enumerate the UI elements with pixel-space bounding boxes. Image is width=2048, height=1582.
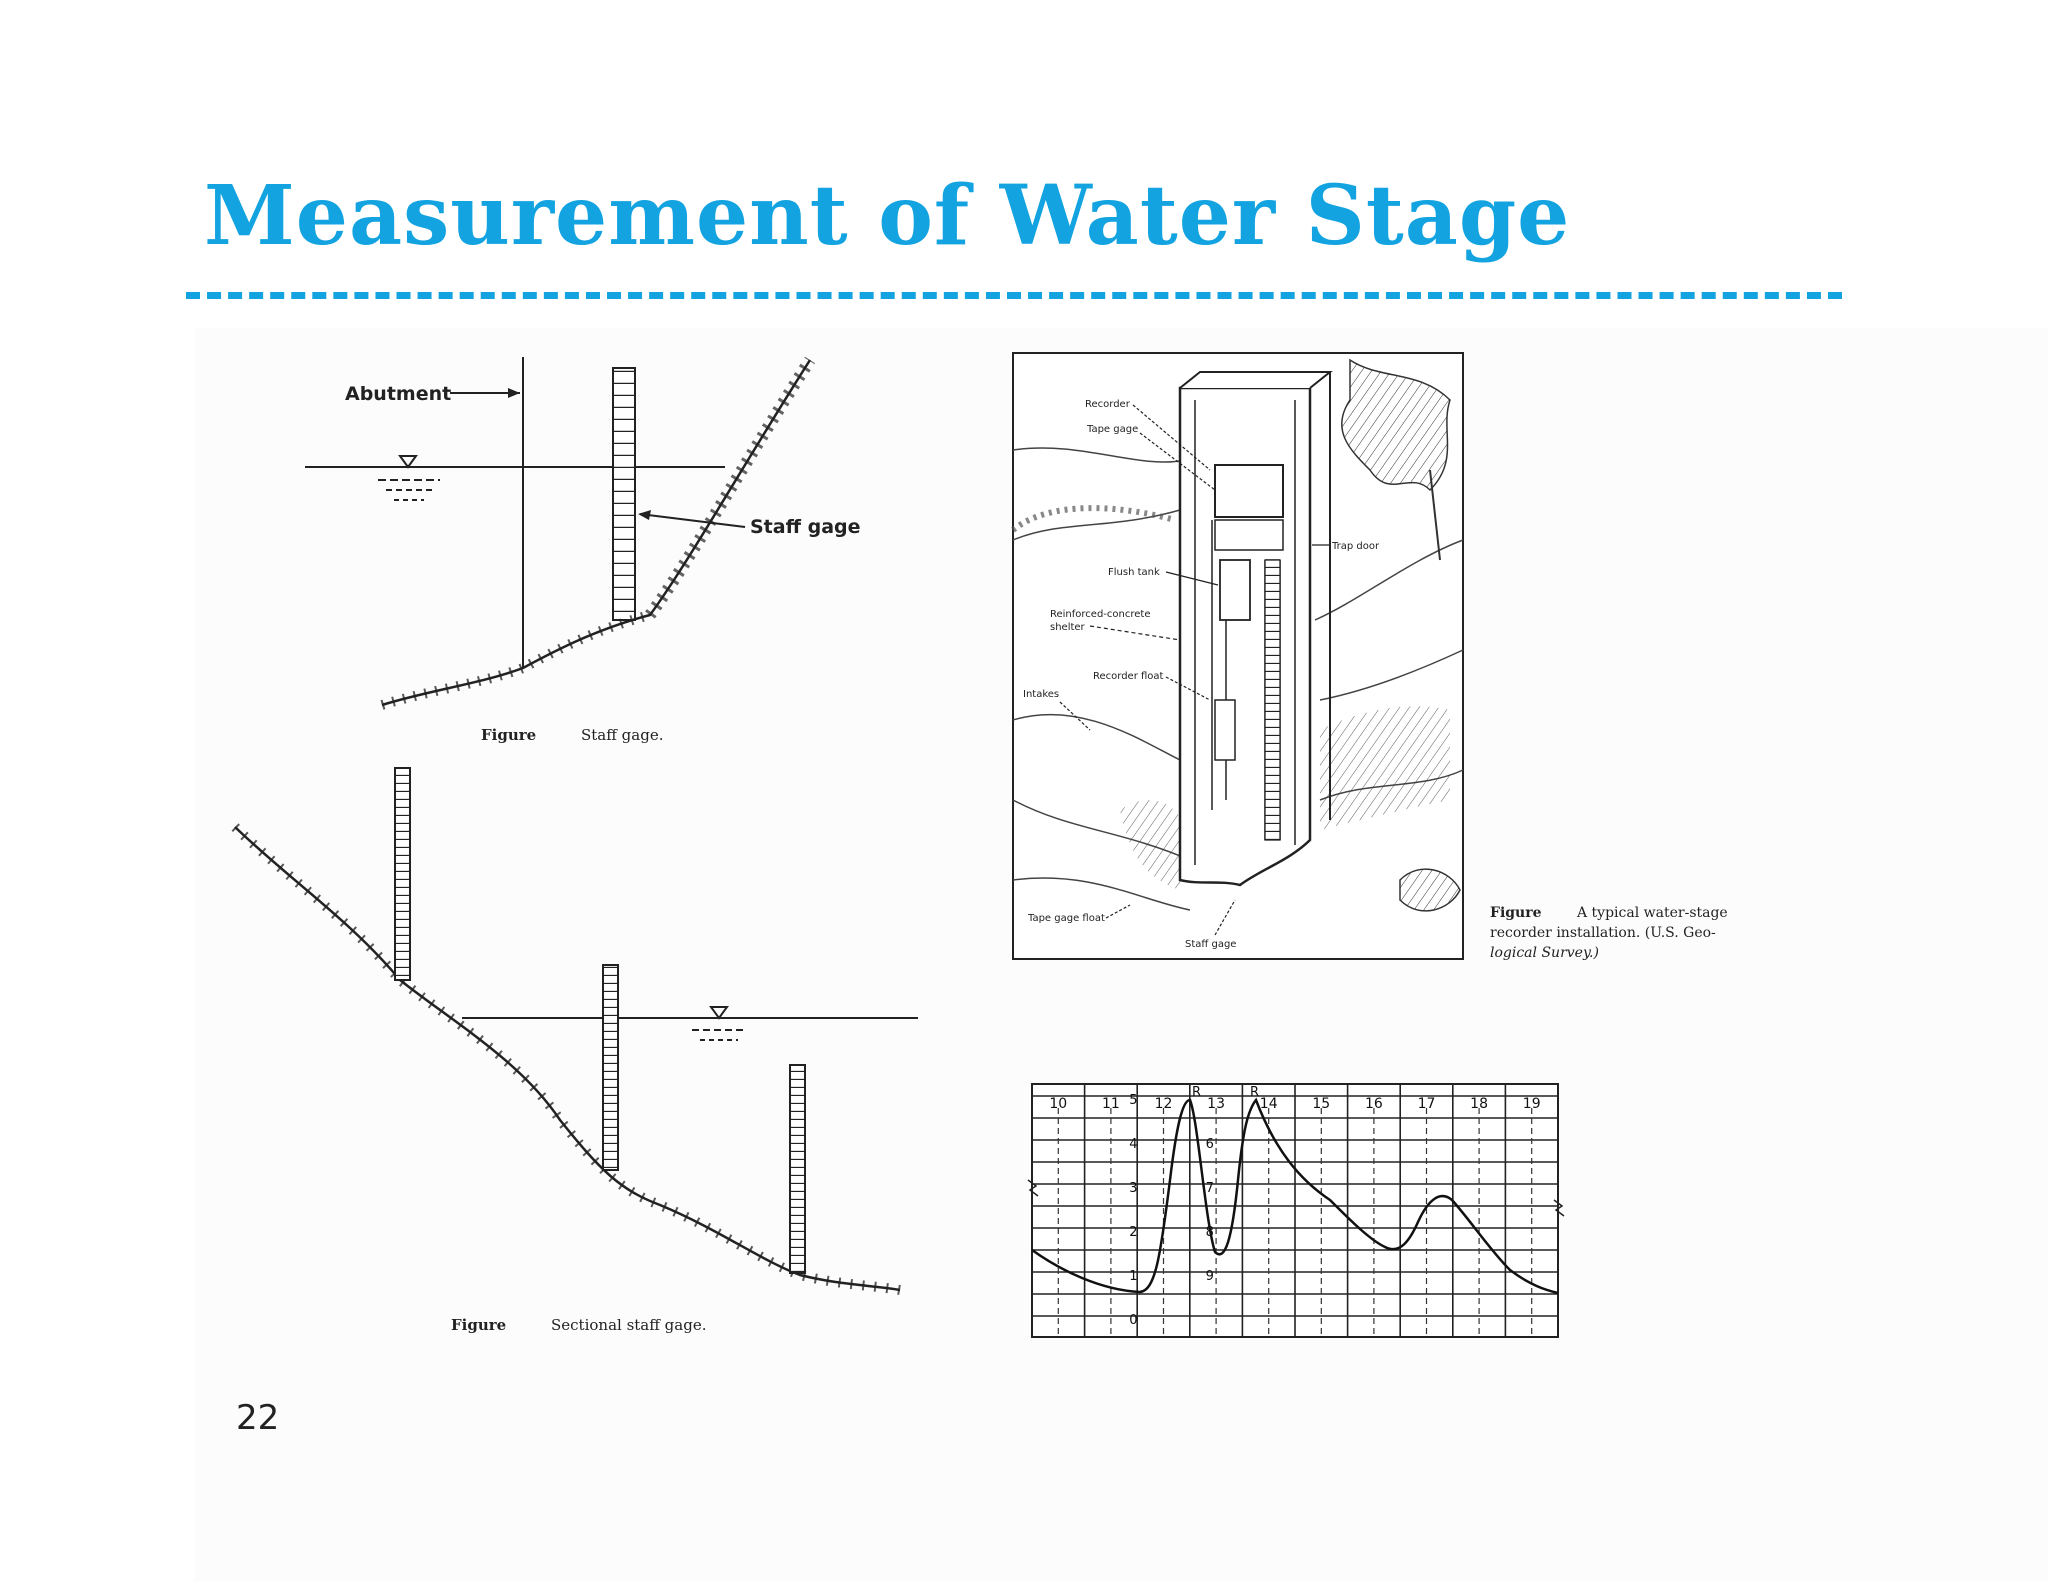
chart-day-label: 14 (1260, 1096, 1278, 1112)
label-trap-door: Trap door (1331, 541, 1380, 552)
chart-reversal-mark: R (1192, 1085, 1201, 1100)
chart-stage-label-right: 9 (1206, 1269, 1214, 1284)
chart-stage-label-right: 6 (1206, 1137, 1214, 1152)
chart-day-label: 12 (1155, 1096, 1173, 1112)
recorder-installation-figure: Recorder Tape gage Flush tank Reinforced… (1011, 352, 1728, 961)
sectional-caption: Sectional staff gage. (551, 1316, 706, 1334)
chart-stage-label: 0 (1129, 1313, 1137, 1328)
label-recorder-float: Recorder float (1093, 671, 1164, 682)
chart-day-label: 16 (1365, 1096, 1383, 1112)
label-shelter-2: shelter (1050, 622, 1086, 633)
chart-reversal-mark: R (1250, 1085, 1259, 1100)
label-flush-tank: Flush tank (1108, 567, 1160, 578)
recorder-caption-3: logical Survey.) (1490, 945, 1599, 961)
chart-day-label: 19 (1523, 1096, 1541, 1112)
title-divider (186, 292, 1842, 299)
chart-day-label: 15 (1312, 1096, 1330, 1112)
page-number: 22 (236, 1398, 280, 1438)
chart-grid (1032, 1084, 1558, 1337)
abutment-label: Abutment (345, 383, 451, 405)
sectional-staff-gage-figure: Figure Sectional staff gage. (231, 767, 918, 1334)
chart-stage-label: 2 (1129, 1225, 1137, 1240)
staff-gage-figure: Abutment Staff gage Figure Staff gage. (305, 356, 861, 744)
label-tape-gage: Tape gage (1086, 424, 1138, 435)
label-staff-gage: Staff gage (1185, 939, 1236, 950)
label-shelter-1: Reinforced-concrete (1050, 609, 1150, 620)
stage-trace (1031, 1097, 1559, 1295)
slide-title: Measurement of Water Stage (204, 168, 1571, 264)
chart-day-label: 17 (1418, 1096, 1436, 1112)
chart-day-label: 11 (1102, 1096, 1120, 1112)
chart-stage-label: 5 (1129, 1093, 1137, 1108)
recorder-caption-label: Figure (1490, 905, 1542, 921)
staff-gage-caption-label: Figure (481, 726, 536, 744)
recorder-caption-1: A typical water-stage (1576, 905, 1728, 921)
chart-stage-label-right: 7 (1206, 1181, 1214, 1196)
staff-gage-label: Staff gage (750, 516, 861, 538)
staff-gage-caption: Staff gage. (581, 726, 663, 744)
chart-stage-label: 1 (1129, 1269, 1137, 1284)
chart-day-label: 13 (1207, 1096, 1225, 1112)
chart-day-label: 10 (1049, 1096, 1067, 1112)
sectional-caption-label: Figure (451, 1316, 506, 1334)
chart-day-label: 18 (1470, 1096, 1488, 1112)
label-intakes: Intakes (1023, 689, 1059, 700)
chart-stage-label: 3 (1129, 1181, 1137, 1196)
label-tape-gage-float: Tape gage float (1027, 913, 1105, 924)
label-recorder: Recorder (1085, 399, 1131, 410)
chart-stage-label: 4 (1129, 1137, 1137, 1152)
recorder-caption-2: recorder installation. (U.S. Geo- (1490, 925, 1716, 941)
